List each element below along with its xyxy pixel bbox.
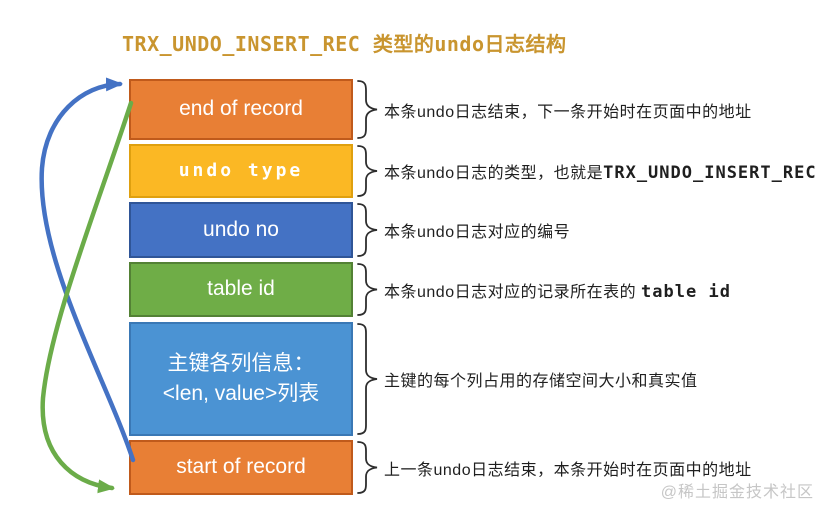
block-label: undo no [203, 217, 279, 241]
block-label-line2: <len, value>列表 [162, 382, 320, 405]
block-end-of-record: end of record [129, 79, 353, 140]
annotation-start-of-record: 上一条undo日志结束，本条开始时在页面中的地址 [384, 456, 752, 480]
block-label-line1: 主键各列信息： [167, 351, 315, 375]
diagram-title: TRX_UNDO_INSERT_REC 类型的undo日志结构 [122, 32, 567, 56]
block-primary-key-columns: 主键各列信息： <len, value>列表 [129, 322, 353, 436]
annotation-text: 上一条undo日志结束，本条开始时在页面中的地址 [384, 462, 752, 479]
block-label: start of record [176, 455, 306, 479]
watermark: @稀土掘金技术社区 [660, 484, 814, 501]
annotation-text: 本条undo日志对应的编号 [384, 224, 571, 241]
green-arrow [40, 100, 134, 494]
block-undo-no: undo no [129, 202, 353, 258]
block-start-of-record: start of record [129, 440, 353, 495]
block-table-id: table id [129, 262, 353, 317]
brace-icon [357, 441, 378, 494]
annotation-end-of-record: 本条undo日志结束，下一条开始时在页面中的地址 [384, 98, 752, 122]
annotation-text: 本条undo日志结束，下一条开始时在页面中的地址 [384, 104, 752, 121]
annotation-table-id: 本条undo日志对应的记录所在表的 table id [384, 278, 731, 302]
annotation-primary-key: 主键的每个列占用的存储空间大小和真实值 [384, 367, 698, 391]
block-label: undo type [178, 159, 304, 181]
blue-arrow [39, 77, 136, 463]
annotation-text: 本条undo日志的类型，也就是 [384, 165, 604, 182]
annotation-text: 主键的每个列占用的存储空间大小和真实值 [384, 373, 698, 390]
annotation-undo-no: 本条undo日志对应的编号 [384, 218, 570, 242]
brace-icon [357, 80, 378, 139]
block-undo-type: undo type [129, 144, 353, 198]
brace-icon [357, 263, 378, 316]
block-label: table id [207, 277, 275, 301]
block-label: end of record [179, 97, 303, 121]
annotation-text: 本条undo日志对应的记录所在表的 [384, 284, 642, 301]
brace-icon [357, 323, 378, 435]
annotation-code: table id [641, 282, 731, 302]
annotation-undo-type: 本条undo日志的类型，也就是TRX_UNDO_INSERT_REC [384, 159, 817, 183]
brace-icon [357, 203, 378, 257]
annotation-code: TRX_UNDO_INSERT_REC [603, 163, 817, 183]
brace-icon [357, 145, 378, 197]
